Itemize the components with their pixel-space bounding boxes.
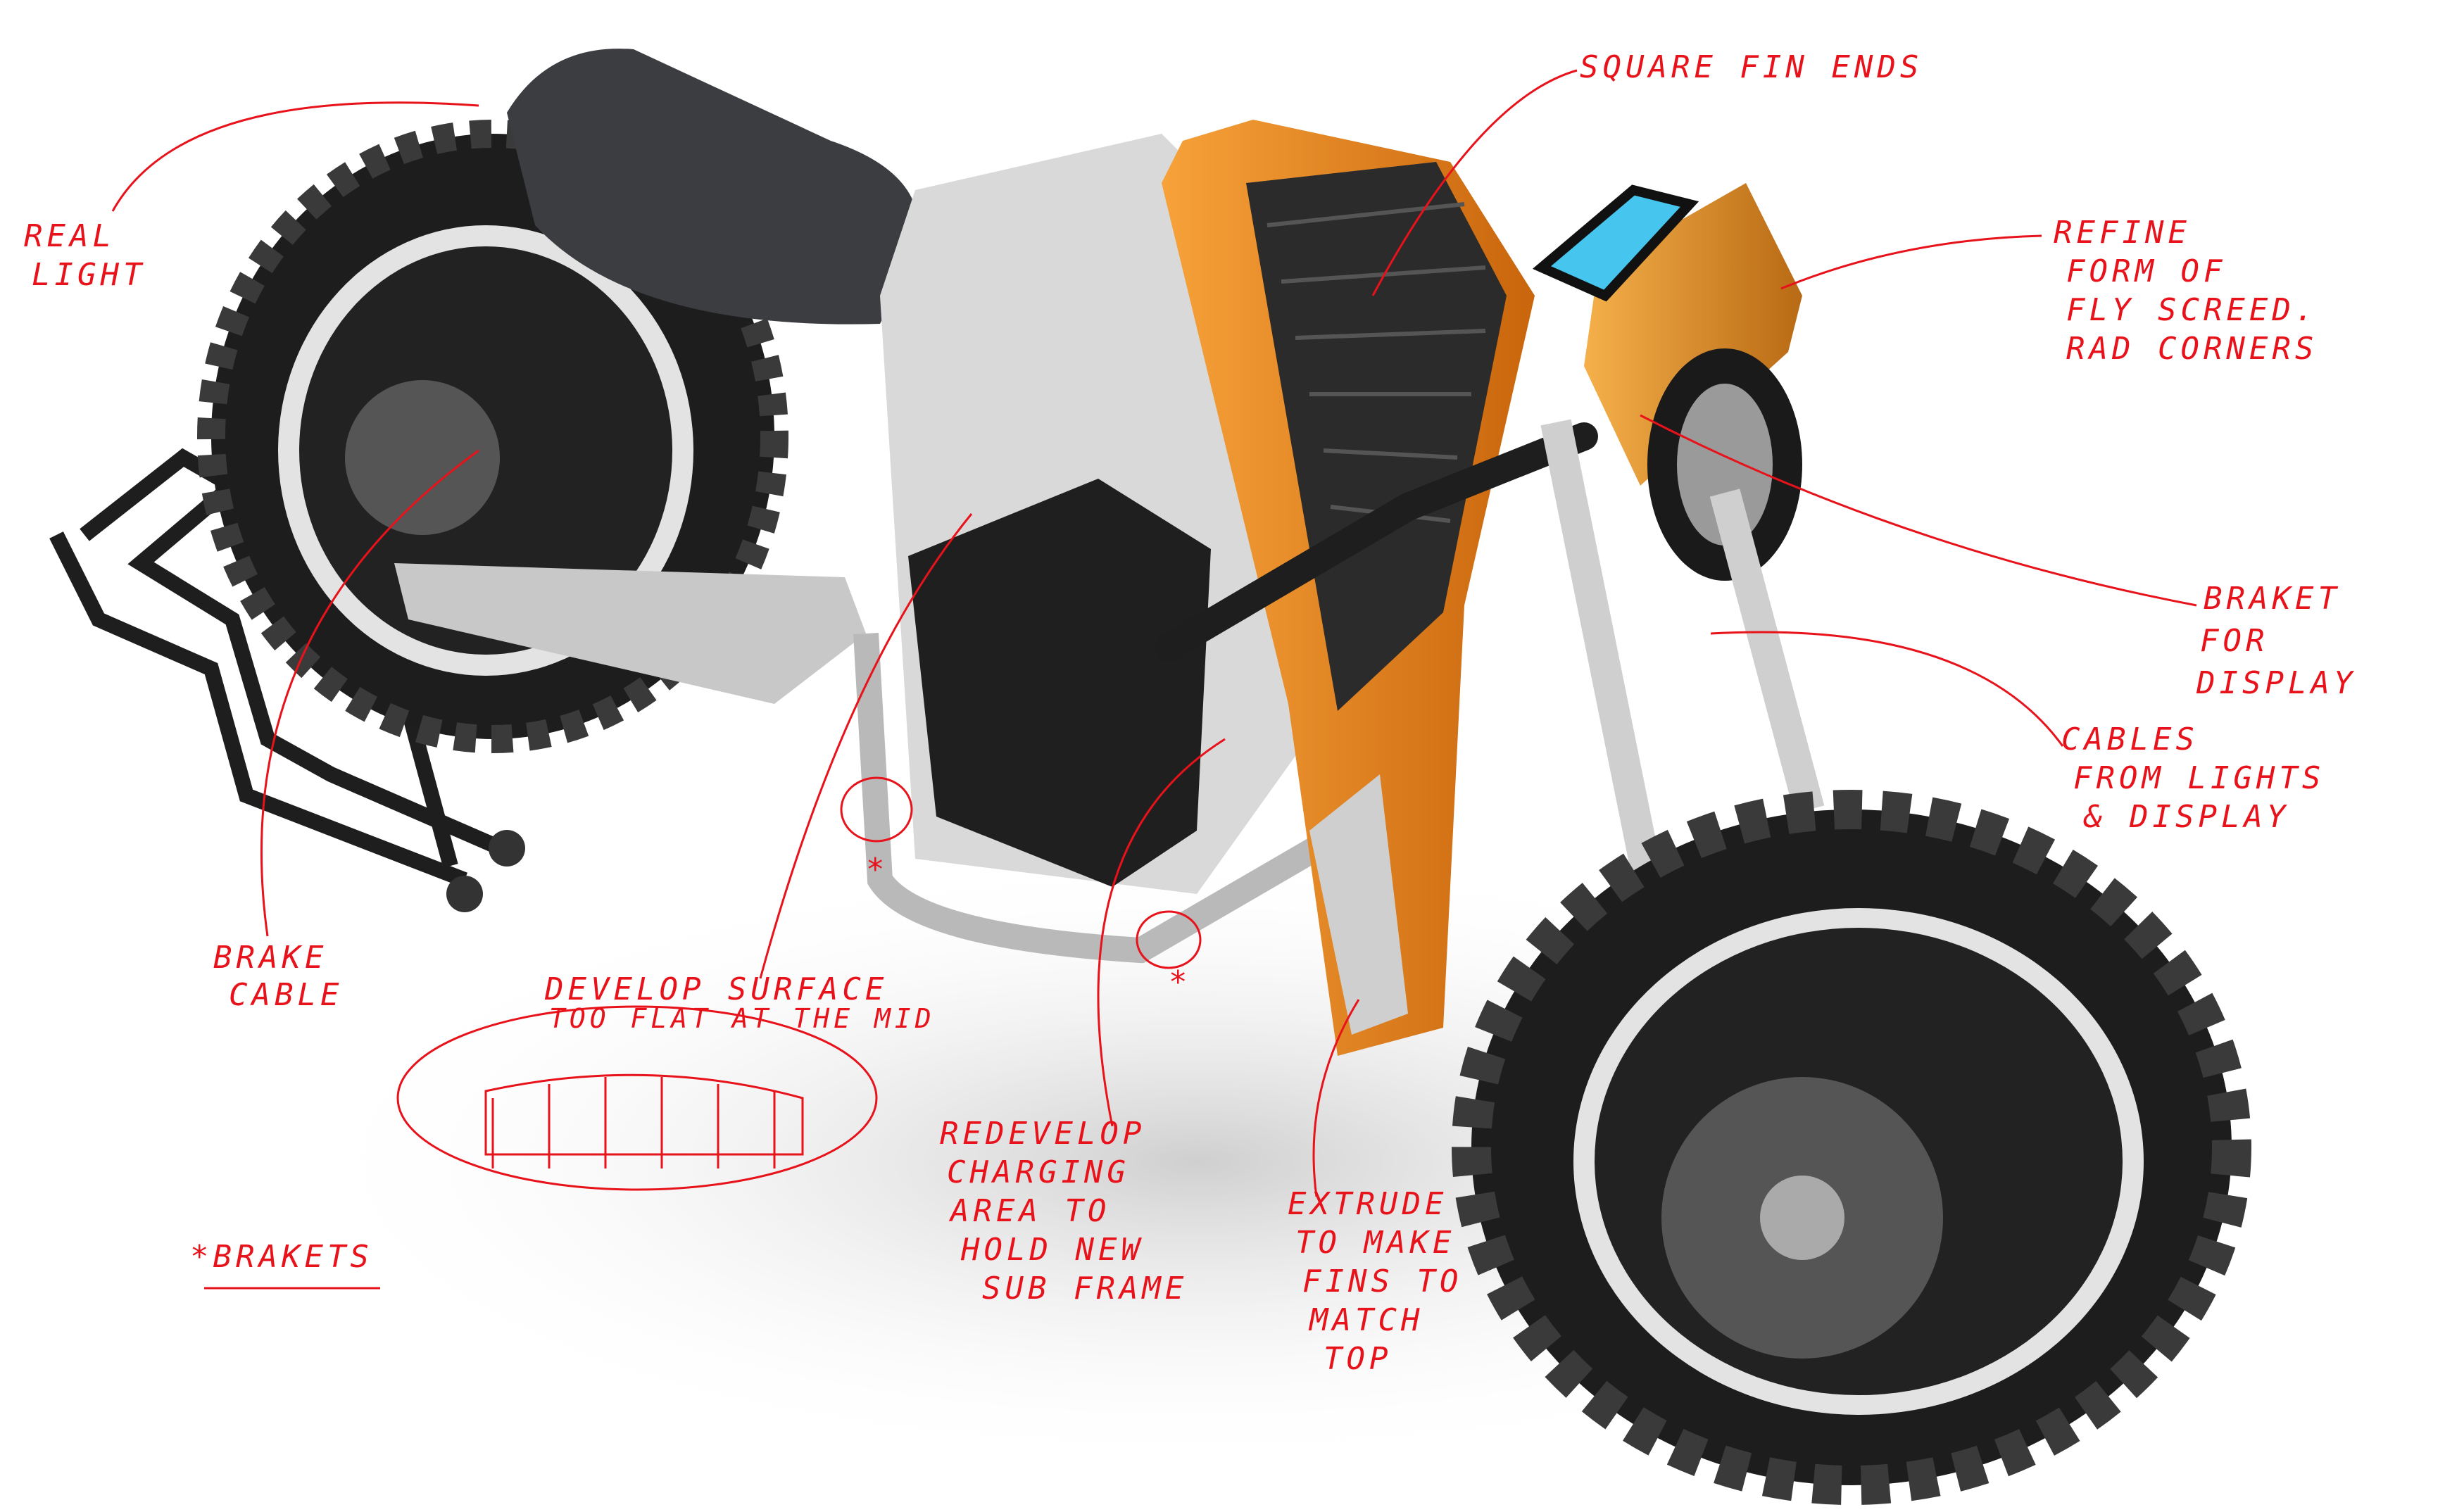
svg-text:FROM LIGHTS: FROM LIGHTS [2073, 760, 2325, 796]
stand-wheel [489, 830, 525, 867]
svg-text:CHARGING: CHARGING [947, 1154, 1130, 1190]
svg-text:HOLD NEW: HOLD NEW [960, 1232, 1144, 1268]
annotation-fin-ends: SQUARE FIN ENDS [1580, 49, 1923, 85]
svg-text:EXTRUDE: EXTRUDE [1288, 1186, 1447, 1222]
annotation-cables: CABLES FROM LIGHTS & DISPLAY [2061, 722, 2325, 835]
svg-text:SUB FRAME: SUB FRAME [982, 1271, 1188, 1306]
svg-text:REDEVELOP: REDEVELOP [940, 1116, 1145, 1152]
annotation-surface: DEVELOP SURFACE TOO FLAT AT THE MID [544, 971, 936, 1034]
svg-text:DEVELOP SURFACE: DEVELOP SURFACE [544, 971, 888, 1007]
annotation-extrude: EXTRUDE TO MAKE FINS TO MATCH TOP [1288, 1186, 1462, 1377]
svg-text:FOR: FOR [2200, 623, 2268, 659]
annotation-display-bracket: BRAKET FOR DISPLAY [2196, 581, 2356, 701]
stand-wheel [446, 876, 483, 912]
seat [507, 49, 919, 325]
annotation-rear-light: REAL LIGHT [24, 218, 146, 293]
svg-text:FINS TO: FINS TO [1302, 1264, 1462, 1299]
swingarm [394, 563, 866, 704]
annotation-leaders [111, 69, 2197, 1290]
annotation-fly-screen: REFINE FORM OF FLY SCREED. RAD CORNERS [2054, 215, 2318, 367]
svg-text:BRAKE: BRAKE [213, 940, 327, 976]
svg-text:& DISPLAY: & DISPLAY [2083, 799, 2289, 835]
svg-text:CABLES: CABLES [2061, 722, 2199, 757]
svg-text:TOO FLAT AT THE MID: TOO FLAT AT THE MID [549, 1003, 936, 1034]
annotation-brackets: *BRAKETS [190, 1239, 373, 1275]
handlebar [1155, 422, 1598, 662]
lower-fins [1309, 774, 1408, 1035]
annotation-brake-cable: BRAKE CABLE [213, 940, 343, 1013]
display [1532, 184, 1699, 302]
svg-text:BRAKET: BRAKET [2204, 581, 2341, 617]
svg-text:DISPLAY: DISPLAY [2196, 665, 2356, 701]
svg-text:LIGHT: LIGHT [32, 257, 146, 293]
svg-text:REAL: REAL [24, 218, 115, 254]
radiator-fins [1246, 162, 1507, 711]
svg-text:RAD CORNERS: RAD CORNERS [2066, 331, 2318, 367]
svg-text:TOP: TOP [1324, 1341, 1392, 1377]
front-wheel [1452, 790, 2251, 1505]
annotation-charging: REDEVELOP CHARGING AREA TO HOLD NEW SUB … [940, 1116, 1188, 1306]
svg-text:AREA TO: AREA TO [948, 1193, 1110, 1229]
sketch-circle [396, 1005, 878, 1191]
svg-text:FORM OF: FORM OF [2066, 253, 2226, 289]
asterisk-mark: * [866, 852, 889, 888]
frame-tube [853, 632, 1450, 964]
svg-text:REFINE: REFINE [2054, 215, 2191, 251]
asterisk-mark: * [1169, 964, 1192, 1000]
headlight-lens [1677, 384, 1773, 546]
svg-text:TO MAKE: TO MAKE [1295, 1225, 1455, 1261]
battery-box [908, 479, 1211, 887]
svg-text:MATCH: MATCH [1308, 1302, 1423, 1338]
svg-text:CABLE: CABLE [229, 977, 343, 1013]
svg-text:FLY SCREED.: FLY SCREED. [2066, 292, 2318, 328]
